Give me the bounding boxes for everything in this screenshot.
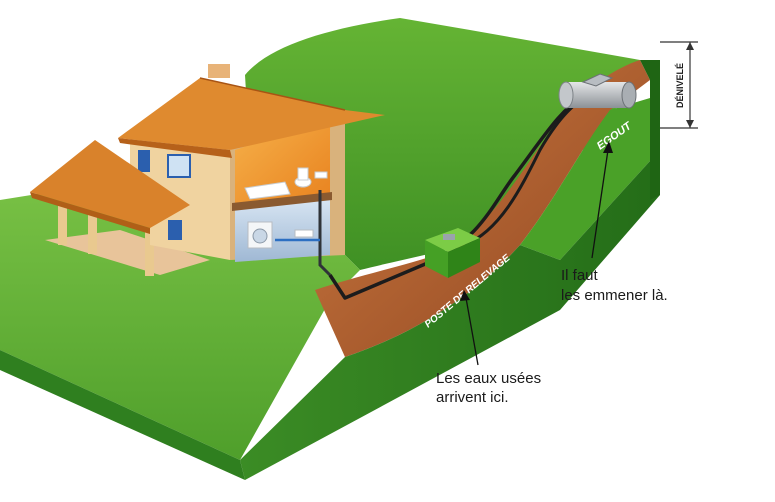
bathtub	[244, 181, 291, 200]
height-marker-arrow-up	[686, 42, 694, 50]
annotation-arrivee-line2: arrivent ici.	[436, 389, 509, 406]
trench-soil	[315, 60, 650, 357]
porch-roof	[30, 140, 190, 228]
toilet-tank	[297, 167, 309, 181]
denivele-label: DÉNIVELÉ	[675, 63, 685, 108]
window	[138, 150, 150, 172]
arrow-arrivee	[460, 290, 479, 366]
roof-ridge	[199, 77, 346, 111]
washing-machine-door	[252, 228, 268, 244]
annotation-arrivee-line1: Les eaux usées	[436, 370, 541, 387]
sewer-manhole	[581, 73, 614, 87]
sewer	[558, 73, 637, 109]
sewer-pipe-end	[621, 81, 637, 109]
lifting-station-cap	[443, 234, 455, 240]
arrow-destination	[591, 141, 613, 259]
main-roof-edge	[118, 138, 232, 158]
sink	[294, 229, 314, 238]
floor-slab	[232, 192, 332, 211]
lifting-station-front	[425, 240, 448, 278]
house-wall	[130, 130, 230, 260]
porch-column	[88, 212, 97, 254]
height-marker-arrow-down	[686, 120, 694, 128]
porch-roof-edge	[30, 192, 150, 234]
height-marker: DÉNIVELÉ	[660, 41, 698, 129]
terrace	[45, 230, 210, 275]
washbasin	[314, 171, 328, 179]
chimney	[208, 64, 230, 78]
interior-drain-pipe	[318, 190, 332, 277]
main-roof	[118, 78, 385, 150]
hill-right	[520, 95, 660, 260]
annotation-destination-line1: Il faut	[561, 267, 599, 284]
sewer-pipe	[565, 82, 630, 108]
porch-column	[145, 228, 154, 276]
annotation-destination-line2: les emmener là.	[561, 287, 668, 304]
porch-column	[58, 205, 67, 245]
left-face	[0, 350, 245, 480]
house	[30, 64, 385, 277]
window	[167, 154, 191, 178]
right-face	[640, 60, 660, 200]
lifting-station-side	[448, 238, 480, 278]
sewer-pipe-end	[558, 81, 574, 109]
lifting-station	[425, 228, 480, 278]
front-face	[240, 150, 660, 480]
window	[168, 220, 182, 240]
